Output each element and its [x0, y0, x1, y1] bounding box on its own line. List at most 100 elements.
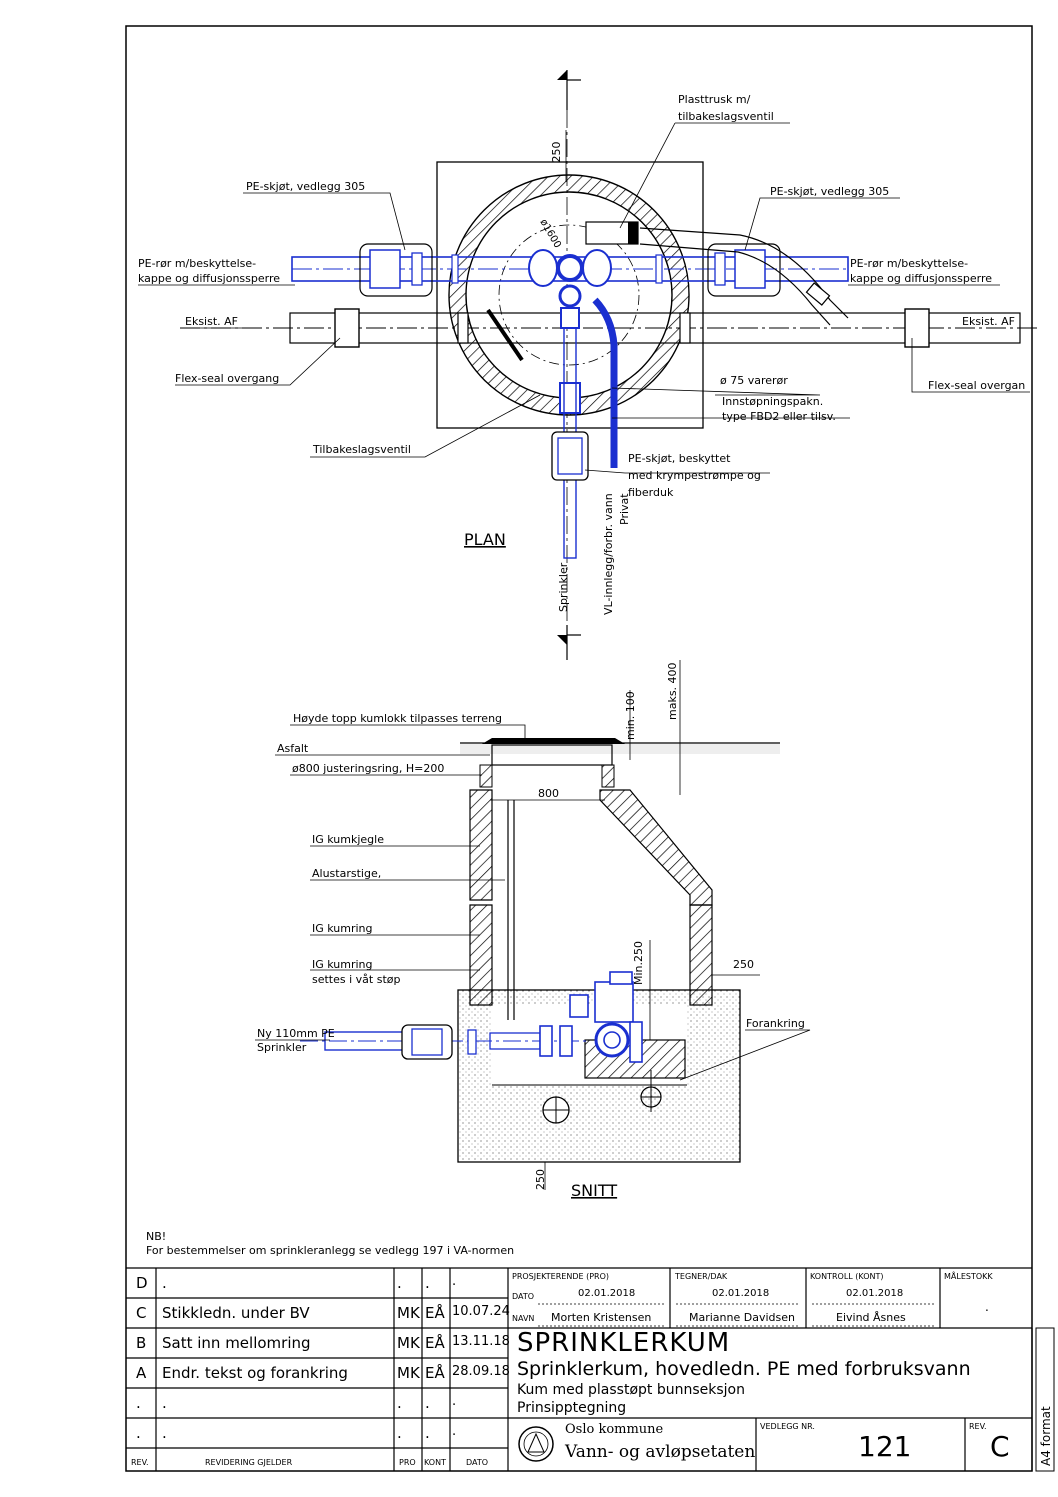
section-label-alustige: Alustarstige, — [312, 867, 381, 880]
tb-pro-name: Morten Kristensen — [551, 1311, 652, 1324]
tb-tegner-label: TEGNER/DAK — [675, 1272, 728, 1281]
rev-cell-pro: . — [397, 1424, 402, 1442]
tb-kontroll-date: 02.01.2018 — [846, 1288, 904, 1299]
tb-kontroll-label: KONTROLL (KONT) — [810, 1272, 884, 1281]
section-label-ny-pe-1: Ny 110mm PE — [257, 1027, 335, 1040]
rev-cell-kont: . — [425, 1424, 430, 1442]
title-block-grid — [126, 1267, 1033, 1471]
tb-pro-label: PROSJEKTERENDE (PRO) — [512, 1272, 610, 1281]
plan-vl-branch-blue — [592, 297, 618, 468]
section-label-ny-pe-2: Sprinkler — [257, 1041, 307, 1054]
tb-rev-value: C — [990, 1430, 1010, 1463]
plan-ladder-rod — [486, 308, 524, 362]
rev-cell-pro: MK — [397, 1304, 420, 1322]
notes-nb: NB! — [146, 1230, 167, 1243]
plan-base-slab — [436, 161, 704, 429]
plan-existing-af-pipe — [180, 308, 1040, 348]
plan-plasttrusk — [585, 221, 849, 326]
section-cone-left — [469, 789, 493, 901]
rev-cell-kont: . — [425, 1274, 430, 1292]
section-arrow-bottom — [557, 625, 581, 660]
rev-cell-dato: . — [452, 1424, 457, 1439]
tb-malestokk-label: MÅLESTOKK — [944, 1272, 993, 1281]
rev-cell-rev: . — [136, 1394, 141, 1412]
rev-cell-pro: . — [397, 1274, 402, 1292]
section-valves — [569, 971, 643, 1063]
tb-title: SPRINKLERKUM — [517, 1328, 731, 1358]
section-pe-sprinkler-pipe — [300, 1024, 590, 1060]
section-dim-250-bottom: 250 — [534, 1169, 547, 1190]
plan-pe-joint-right — [707, 243, 781, 297]
tb-line3: Kum med plasstøpt bunnseksjon — [517, 1382, 745, 1398]
section-ring-right — [689, 904, 713, 1006]
section-dim-250-side: 250 — [733, 958, 754, 971]
rev-cell-dato: . — [452, 1394, 457, 1409]
plan-label-pe-ror-right-1: PE-rør m/beskyttelse- — [850, 257, 968, 270]
section-dim-min100: min. 100 — [624, 691, 637, 740]
rev-cell-desc: . — [162, 1394, 167, 1412]
tb-navn-label: NAVN — [512, 1314, 535, 1323]
section-arrow-top — [557, 70, 581, 110]
plan-pe-joint-left — [359, 243, 433, 297]
rev-header-kont: KONT — [424, 1458, 446, 1467]
plan-label-tilbakeslag: Tilbakeslagsventil — [312, 443, 411, 456]
section-title: SNITT — [571, 1181, 617, 1200]
section-label-kumring-vaat-1: IG kumring — [312, 958, 373, 971]
rev-cell-pro: MK — [397, 1334, 420, 1352]
rev-cell-kont: EÅ — [425, 1364, 445, 1382]
tb-org1: Oslo kommune — [565, 1422, 664, 1437]
plan-label-plasttrusk-1: Plasttrusk m/ — [678, 93, 751, 106]
section-label-kumring-vaat-2: settes i våt støp — [312, 973, 401, 986]
section-label-kumkjegle: IG kumkjegle — [312, 833, 384, 846]
rev-cell-dato: 10.07.24 — [452, 1304, 510, 1319]
plan-label-pe-ror-right-2: kappe og diffusjonssperre — [850, 272, 992, 285]
rev-cell-dato: 28.09.18 — [452, 1364, 510, 1379]
rev-cell-desc: Endr. tekst og forankring — [162, 1364, 348, 1382]
rev-cell-desc: . — [162, 1274, 167, 1292]
tb-tegner-date: 02.01.2018 — [712, 1288, 770, 1299]
section-label-justeringsring: ø800 justeringsring, H=200 — [292, 762, 444, 775]
rev-cell-desc: . — [162, 1424, 167, 1442]
section-ring-left — [469, 904, 493, 1006]
rev-cell-rev: . — [136, 1424, 141, 1442]
section-dimension-lines — [255, 660, 811, 1190]
section-label-kumring: IG kumring — [312, 922, 373, 935]
tb-malestokk-value: . — [985, 1300, 989, 1314]
rev-cell-rev: A — [136, 1364, 147, 1382]
plan-title: PLAN — [464, 530, 506, 549]
rev-cell-pro: . — [397, 1394, 402, 1412]
plan-label-pe-skjot-left: PE-skjøt, vedlegg 305 — [246, 180, 365, 193]
section-label-asfalt: Asfalt — [277, 742, 309, 755]
oslo-kommune-logo — [518, 1426, 554, 1462]
plan-label-pe-skjot-right: PE-skjøt, vedlegg 305 — [770, 185, 889, 198]
section-dim-800: 800 — [538, 787, 559, 800]
plan-label-flexseal-left: Flex-seal overgang — [175, 372, 279, 385]
rev-cell-pro: MK — [397, 1364, 420, 1382]
plan-label-pe-ror-left-2: kappe og diffusjonssperre — [138, 272, 280, 285]
rev-header-pro: PRO — [399, 1458, 416, 1467]
plan-label-pe-ror-left-1: PE-rør m/beskyttelse- — [138, 257, 256, 270]
plan-leader-lines — [138, 122, 1030, 474]
rev-cell-rev: C — [136, 1304, 147, 1322]
plan-label-privat: Privat — [618, 493, 631, 525]
plan-label-vl-innlegg: VL-innlegg/forbr. vann — [602, 493, 615, 615]
plan-label-innstopning-2: type FBD2 eller tilsv. — [722, 410, 836, 423]
format-label: A4 format — [1039, 1406, 1053, 1466]
rev-cell-rev: D — [136, 1274, 148, 1292]
tb-pro-date: 02.01.2018 — [578, 1288, 636, 1299]
section-adjust-ring-left — [479, 764, 493, 788]
rev-cell-dato: . — [452, 1274, 457, 1289]
rev-cell-desc: Satt inn mellomring — [162, 1334, 311, 1352]
tb-vedlegg-label: VEDLEGG NR. — [760, 1422, 815, 1431]
rev-header-desc: REVIDERING GJELDER — [205, 1458, 293, 1467]
tb-dato-label: DATO — [512, 1292, 535, 1301]
section-label-forankring: Forankring — [746, 1017, 805, 1030]
plan-valve-cluster — [528, 249, 612, 414]
sheet-border — [125, 25, 1033, 1472]
section-dim-maks400: maks. 400 — [666, 662, 679, 720]
tb-subtitle: Sprinklerkum, hovedledn. PE med forbruks… — [517, 1358, 971, 1380]
plan-label-innstopning-1: Innstøpningspakn. — [722, 395, 823, 408]
rev-cell-kont: EÅ — [425, 1304, 445, 1322]
notes-text: For bestemmelser om sprinkleranlegg se v… — [146, 1244, 515, 1257]
